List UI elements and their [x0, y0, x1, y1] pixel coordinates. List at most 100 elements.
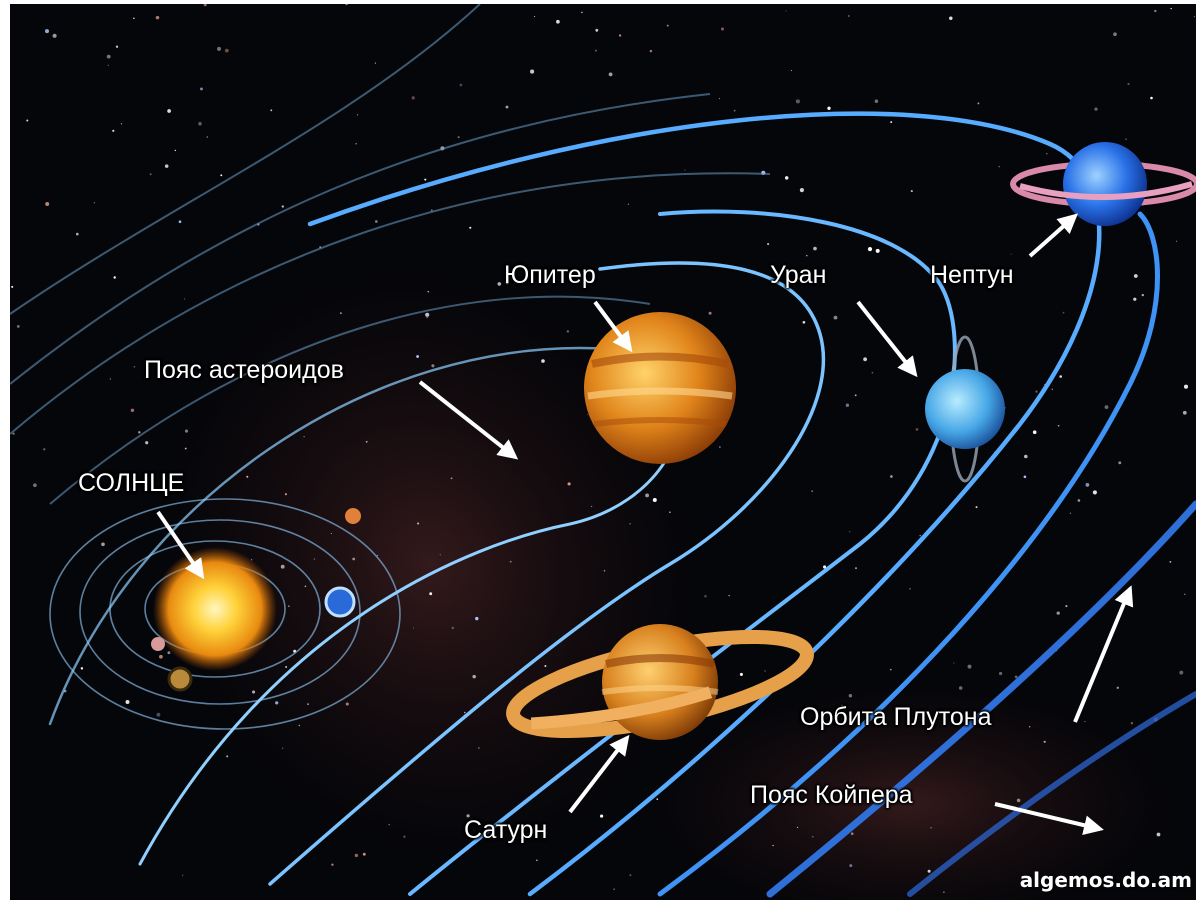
star [183, 298, 186, 300]
star [11, 285, 14, 288]
star [356, 114, 359, 116]
star [345, 702, 349, 706]
star [505, 281, 509, 285]
star [281, 747, 284, 749]
star [541, 359, 545, 363]
star [403, 835, 406, 838]
star [167, 109, 171, 113]
star [534, 15, 536, 18]
label-sun: СОЛНЦЕ [78, 469, 185, 497]
star-field [11, 4, 1195, 893]
star [823, 565, 827, 569]
arrow-kuiper-belt [994, 802, 1104, 836]
star [656, 798, 659, 801]
faint-orbits [10, 4, 771, 505]
star [812, 835, 814, 838]
star [1035, 390, 1038, 393]
star [967, 664, 972, 669]
star [429, 592, 433, 596]
star [1183, 384, 1189, 389]
star [719, 446, 721, 448]
star [728, 594, 730, 597]
star [613, 888, 615, 890]
star [145, 441, 149, 445]
star [999, 671, 1003, 676]
star [374, 62, 376, 64]
star [795, 99, 800, 104]
star [600, 814, 604, 818]
star [590, 505, 593, 508]
star [784, 176, 789, 180]
star [813, 246, 817, 251]
asteroid-belt-haze [162, 270, 698, 858]
arrow-jupiter [593, 300, 633, 353]
star [224, 48, 229, 53]
star [133, 365, 136, 368]
star [890, 475, 893, 478]
star [764, 670, 766, 672]
star [431, 364, 435, 368]
star [1059, 375, 1062, 378]
star [1077, 499, 1081, 502]
solar-system-illustration [10, 4, 1196, 900]
star [863, 357, 867, 362]
star [909, 588, 911, 590]
solar-system-diagram: СОЛНЦЕ Пояс астероидов Юпитер Уран Непту… [10, 4, 1196, 900]
star [850, 832, 854, 835]
uranus [925, 335, 1005, 483]
star [669, 511, 671, 513]
star [417, 522, 420, 525]
star [721, 27, 724, 31]
star [1113, 32, 1117, 37]
star [890, 121, 893, 124]
star [280, 564, 285, 569]
star [544, 664, 547, 668]
label-asteroid-belt: Пояс астероидов [144, 356, 344, 384]
star [1051, 388, 1053, 390]
star [767, 243, 770, 246]
star [45, 29, 49, 34]
star [802, 320, 806, 324]
star [182, 874, 184, 876]
star [785, 10, 787, 12]
star [167, 651, 171, 655]
star [426, 316, 428, 319]
star [581, 11, 583, 14]
star [704, 594, 707, 598]
star [120, 123, 122, 125]
star [708, 311, 712, 315]
watermark: algemos.do.am [1019, 868, 1192, 892]
star [1016, 798, 1021, 803]
star [1156, 832, 1161, 837]
label-kuiper-belt: Пояс Койпера [750, 781, 913, 809]
star [1094, 107, 1098, 111]
star [416, 355, 420, 358]
arrow-sun [156, 510, 205, 580]
mercury [151, 637, 165, 651]
star [587, 414, 589, 416]
star [833, 315, 838, 320]
star [16, 324, 20, 328]
star [536, 859, 538, 862]
star [1141, 293, 1145, 297]
star [629, 874, 632, 877]
star [450, 477, 453, 480]
star [331, 863, 334, 866]
star [1179, 670, 1184, 675]
arrow-asteroid-belt [418, 380, 519, 460]
star [796, 826, 799, 829]
star [113, 276, 116, 279]
star [304, 585, 307, 588]
jupiter [584, 312, 736, 464]
star [307, 703, 310, 706]
star [1116, 686, 1119, 689]
star [93, 201, 96, 204]
star [1170, 7, 1172, 10]
star [1024, 454, 1028, 459]
star [595, 28, 599, 32]
star [1118, 461, 1122, 465]
star [52, 33, 57, 38]
label-arrows [156, 213, 1134, 836]
star [629, 523, 631, 525]
star [80, 667, 84, 670]
